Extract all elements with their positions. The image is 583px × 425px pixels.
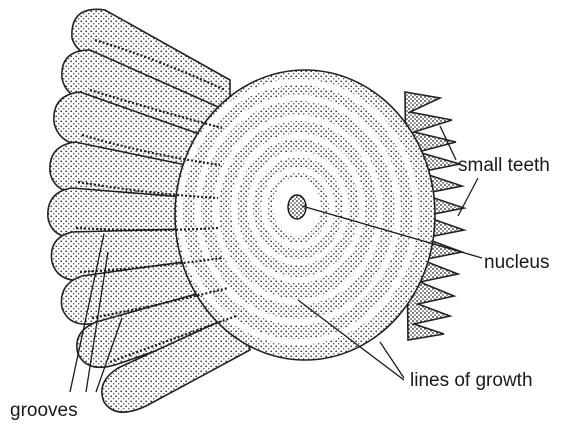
leader-small-teeth-b [458, 178, 478, 216]
nucleus-center [273, 177, 321, 237]
leader-growth-b [380, 342, 404, 378]
label-grooves: grooves [10, 400, 78, 421]
label-nucleus: nucleus [484, 252, 550, 273]
label-lines-of-growth: lines of growth [410, 370, 533, 391]
label-small-teeth: small teeth [458, 155, 550, 176]
